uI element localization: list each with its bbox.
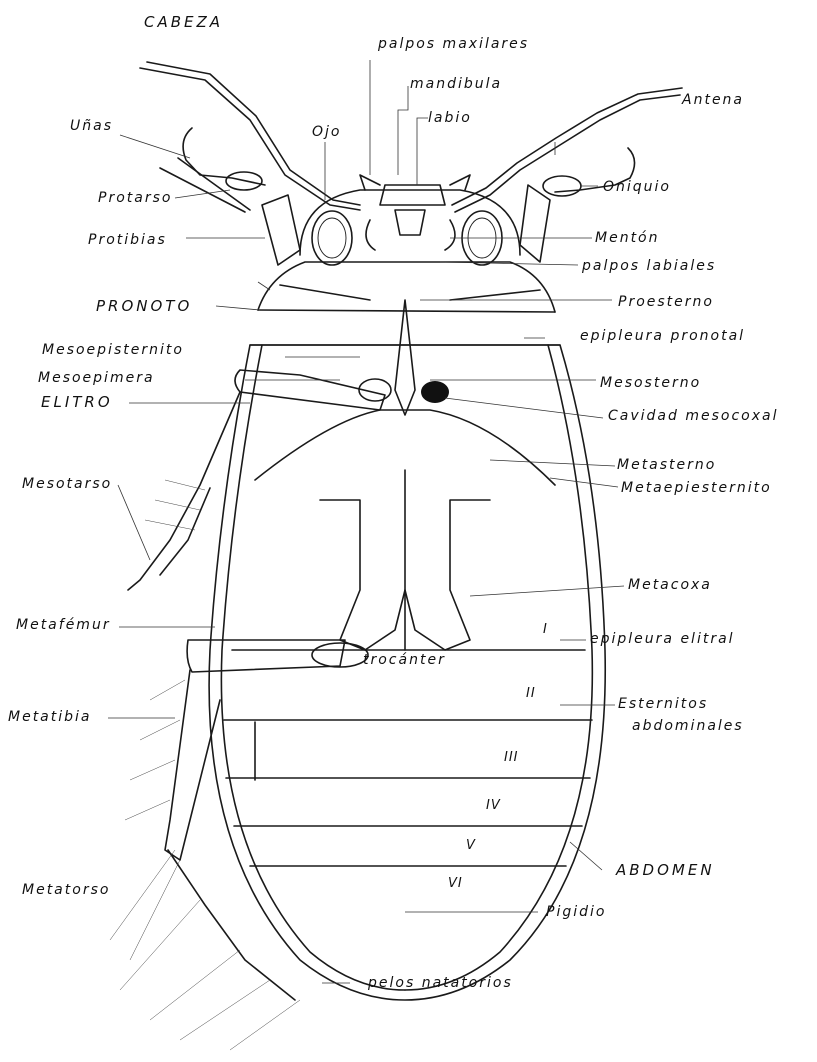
forelegs	[160, 128, 635, 265]
label-mesoepisternito: Mesoepisternito	[42, 342, 184, 358]
label-esternitos-2: abdominales	[632, 718, 744, 734]
label-epipleura-elitral: epipleura elitral	[590, 631, 735, 647]
label-mesotarso: Mesotarso	[22, 476, 112, 492]
label-pigidio: Pigidio	[546, 904, 606, 920]
label-pronoto: PRONOTO	[96, 298, 192, 314]
label-mandibula: mandibula	[410, 76, 502, 92]
segment-label-V: V	[466, 838, 476, 854]
label-cavidad-mesocoxal: Cavidad mesocoxal	[608, 408, 778, 424]
label-palpos-maxilares: palpos maxilares	[378, 36, 529, 52]
label-trocanter: trocánter	[363, 652, 446, 668]
label-protarso: Protarso	[98, 190, 172, 206]
label-epipleura-pronotal: epipleura pronotal	[580, 328, 745, 344]
label-cabeza: CABEZA	[144, 14, 223, 30]
label-mesoepimera: Mesoepimera	[38, 370, 155, 386]
body-outline	[209, 345, 605, 1000]
label-metatorso: Metatorso	[22, 882, 110, 898]
label-abdomen: ABDOMEN	[616, 862, 715, 878]
label-oniquio: Oniquio	[603, 179, 671, 195]
sternal-plates	[255, 300, 555, 650]
hind-leg	[165, 640, 368, 1000]
label-metacoxa: Metacoxa	[628, 577, 712, 593]
head	[300, 175, 520, 265]
label-palpos-labiales: palpos labiales	[582, 258, 716, 274]
label-labio: labio	[428, 110, 472, 126]
segment-label-I: I	[543, 622, 548, 638]
pronotum	[258, 262, 555, 312]
segment-label-III: III	[504, 750, 519, 766]
segment-label-II: II	[526, 686, 536, 702]
label-mesosterno: Mesosterno	[600, 375, 701, 391]
label-metafemur: Metafémur	[16, 617, 111, 633]
swim-hairs	[110, 480, 300, 1050]
label-metaepiesternito: Metaepiesternito	[621, 480, 772, 496]
label-esternitos-1: Esternitos	[618, 696, 708, 712]
label-menton: Mentón	[595, 230, 660, 246]
segment-label-VI: VI	[448, 876, 463, 892]
label-pelos-natatorios: pelos natatorios	[368, 975, 513, 991]
label-protibias: Protibias	[88, 232, 167, 248]
label-unas: Uñas	[70, 118, 113, 134]
abdominal-segments	[224, 650, 592, 866]
segment-label-IV: IV	[486, 798, 501, 814]
label-elitro: ELITRO	[41, 394, 113, 410]
label-proesterno: Proesterno	[618, 294, 714, 310]
label-antena: Antena	[682, 92, 744, 108]
label-ojo: Ojo	[312, 124, 341, 140]
label-metatibia: Metatibia	[8, 709, 92, 725]
label-metasterno: Metasterno	[617, 457, 716, 473]
